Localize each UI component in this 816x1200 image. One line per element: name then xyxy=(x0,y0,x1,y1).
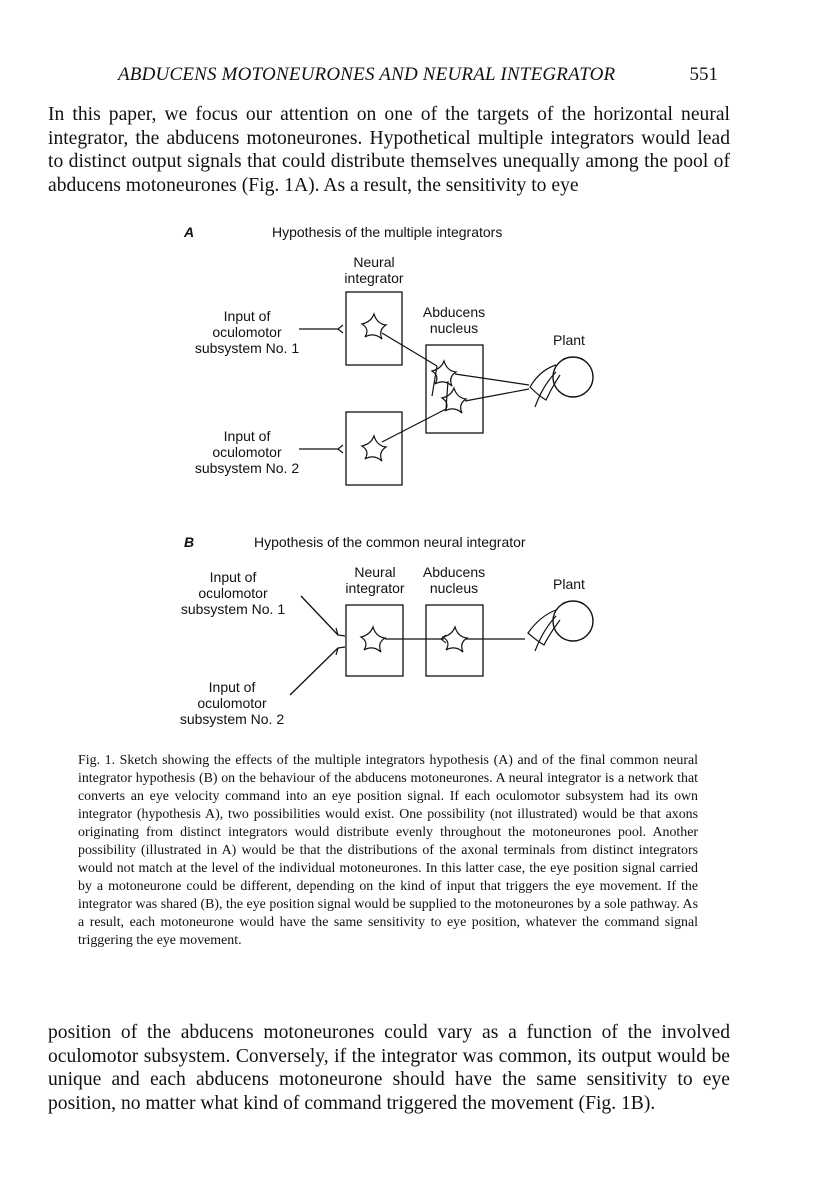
panel-a-input2-line1: Input of xyxy=(224,428,271,444)
panel-b-input1-line1: Input of xyxy=(210,569,257,585)
page-number: 551 xyxy=(689,64,719,85)
panel-a-title: Hypothesis of the multiple integrators xyxy=(272,224,502,240)
panel-a-input2-line3: subsystem No. 2 xyxy=(195,460,299,476)
figure-1: A Hypothesis of the multiple integrators… xyxy=(0,215,816,740)
body-paragraph-bottom: position of the abducens motoneurones co… xyxy=(48,1022,730,1114)
panel-b-input1-line2: oculomotor xyxy=(198,585,268,601)
panel-b-input2-line1: Input of xyxy=(209,679,256,695)
panel-a-integrator-box-2 xyxy=(345,411,403,486)
panel-a-eye-muscle xyxy=(529,364,561,401)
panel-b-abducens-label-line2: nucleus xyxy=(430,580,478,596)
panel-a-integrator-neuron-1 xyxy=(361,313,387,340)
panel-b-neural-integrator-label-line1: Neural xyxy=(354,564,395,580)
panel-b-motoneuron xyxy=(442,626,468,653)
panel-a-neural-integrator-label-line2: integrator xyxy=(344,270,403,286)
panel-b-input1-line xyxy=(300,595,339,636)
panel-a-neural-integrator-label-line1: Neural xyxy=(353,254,394,270)
panel-b-input2-line2: oculomotor xyxy=(197,695,267,711)
panel-a-integrator-neuron-2 xyxy=(361,435,387,462)
panel-b-input2-line3: subsystem No. 2 xyxy=(180,711,284,727)
panel-a-input1-line2: oculomotor xyxy=(212,324,282,340)
panel-a-abducens-label-line2: nucleus xyxy=(430,320,478,336)
panel-b-eye-muscle xyxy=(527,609,561,646)
panel-b-letter: B xyxy=(184,534,194,550)
panel-b-abducens-box xyxy=(425,604,484,677)
panel-b-neural-integrator-label-line2: integrator xyxy=(345,580,404,596)
panel-a-plant-label: Plant xyxy=(553,332,585,348)
panel-a-letter: A xyxy=(183,224,194,240)
panel-b: B Hypothesis of the common neural integr… xyxy=(180,534,594,727)
running-title: ABDUCENS MOTONEURONES AND NEURAL INTEGRA… xyxy=(118,64,616,85)
panel-b-plant-label: Plant xyxy=(553,576,585,592)
panel-b-integrator-neuron xyxy=(360,626,386,653)
panel-a-abducens-box xyxy=(425,344,484,434)
panel-a-input1-line1: Input of xyxy=(224,308,271,324)
figure-caption: Fig. 1. Sketch showing the effects of th… xyxy=(78,753,698,948)
page-header: ABDUCENS MOTONEURONES AND NEURAL INTEGRA… xyxy=(118,64,718,90)
panel-b-eye-plant xyxy=(552,600,594,642)
panel-a-abducens-label-line1: Abducens xyxy=(423,304,485,320)
panel-b-integrator-box xyxy=(345,604,404,677)
panel-a: A Hypothesis of the multiple integrators… xyxy=(183,224,594,486)
panel-b-abducens-label-line1: Abducens xyxy=(423,564,485,580)
panel-b-input1-line3: subsystem No. 1 xyxy=(181,601,285,617)
panel-a-eye-plant xyxy=(552,356,594,398)
panel-b-input2-line xyxy=(289,647,339,696)
panel-a-input1-line3: subsystem No. 1 xyxy=(195,340,299,356)
panel-b-title: Hypothesis of the common neural integrat… xyxy=(254,534,526,550)
body-paragraph-top: In this paper, we focus our attention on… xyxy=(48,104,730,196)
panel-a-input2-line2: oculomotor xyxy=(212,444,282,460)
figure-1-diagram: A Hypothesis of the multiple integrators… xyxy=(180,224,594,727)
panel-a-integrator-box-1 xyxy=(345,291,403,366)
